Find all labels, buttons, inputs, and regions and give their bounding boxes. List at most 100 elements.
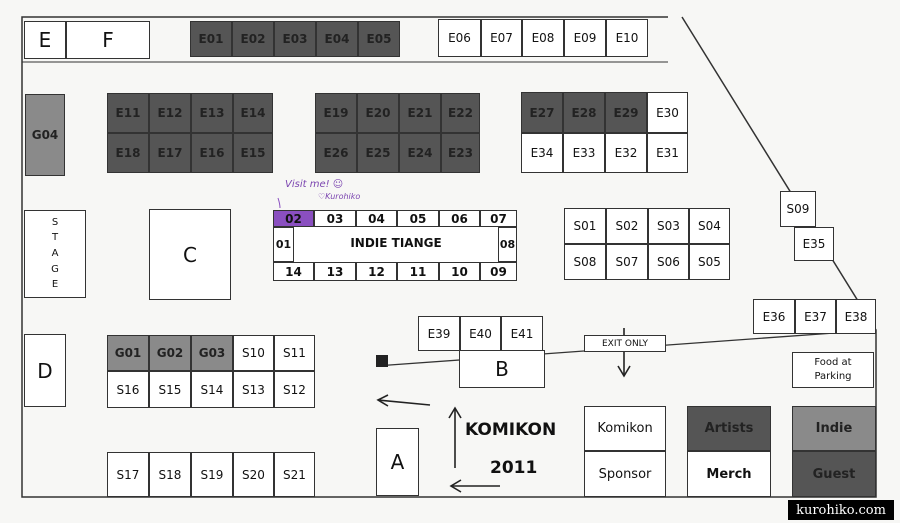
booth: E34 bbox=[521, 133, 563, 173]
booth: E02 bbox=[232, 21, 274, 57]
booth: E36 bbox=[753, 299, 795, 334]
booth: E11 bbox=[107, 93, 149, 133]
booth: E12 bbox=[149, 93, 191, 133]
booth: S10 bbox=[233, 335, 274, 371]
booth: S02 bbox=[606, 208, 648, 244]
booth: E18 bbox=[107, 133, 149, 173]
legend-merch: Merch bbox=[687, 451, 771, 497]
booth: E16 bbox=[191, 133, 233, 173]
booth: S14 bbox=[191, 371, 233, 408]
booth: E01 bbox=[190, 21, 232, 57]
zone-e: E bbox=[24, 21, 66, 59]
booth: 01 bbox=[273, 227, 294, 262]
booth-g04: G04 bbox=[25, 94, 65, 176]
booth: E15 bbox=[233, 133, 273, 173]
legend-komikon: Komikon bbox=[584, 406, 666, 451]
food-line2: Parking bbox=[814, 371, 852, 382]
food-at-parking: Food at Parking bbox=[792, 352, 874, 388]
booth: E41 bbox=[501, 316, 543, 351]
booth: E24 bbox=[399, 133, 441, 173]
zone-a: A bbox=[376, 428, 419, 496]
legend-artists: Artists bbox=[687, 406, 771, 451]
booth: 06 bbox=[439, 210, 480, 227]
booth: 14 bbox=[273, 262, 314, 281]
booth: G03 bbox=[191, 335, 233, 371]
stage-letter: S bbox=[51, 216, 59, 228]
zone-c: C bbox=[149, 209, 231, 300]
indie-tiange-title: INDIE TIANGE bbox=[350, 236, 442, 250]
zone-b: B bbox=[459, 350, 545, 388]
booth: G01 bbox=[107, 335, 149, 371]
booth: E10 bbox=[606, 19, 648, 57]
booth: E31 bbox=[647, 133, 688, 173]
booth: E23 bbox=[441, 133, 480, 173]
booth: E09 bbox=[564, 19, 606, 57]
booth: 12 bbox=[356, 262, 397, 281]
kurohiko-note: ♡Kurohiko bbox=[318, 192, 361, 201]
booth: E38 bbox=[836, 299, 876, 334]
booth: E13 bbox=[191, 93, 233, 133]
booth: E25 bbox=[357, 133, 399, 173]
booth: E06 bbox=[438, 19, 481, 57]
stage-letter: G bbox=[51, 263, 59, 275]
legend-indie: Indie bbox=[792, 406, 876, 451]
booth: S08 bbox=[564, 244, 606, 280]
booth: S13 bbox=[233, 371, 274, 408]
booth: E08 bbox=[522, 19, 564, 57]
komikon-title: KOMIKON bbox=[465, 420, 557, 440]
booth: 08 bbox=[498, 227, 517, 262]
booth: E28 bbox=[563, 92, 605, 133]
booth: E03 bbox=[274, 21, 316, 57]
booth: 04 bbox=[356, 210, 397, 227]
booth: S05 bbox=[689, 244, 730, 280]
stage-letter: T bbox=[51, 232, 59, 244]
booth-highlight: 02 bbox=[273, 210, 314, 227]
booth: E19 bbox=[315, 93, 357, 133]
booth: S12 bbox=[274, 371, 315, 408]
exit-only-sign: EXIT ONLY bbox=[584, 335, 666, 352]
komikon-year: 2011 bbox=[490, 458, 538, 478]
booth: 03 bbox=[314, 210, 356, 227]
booth: S11 bbox=[274, 335, 315, 371]
booth: E14 bbox=[233, 93, 273, 133]
booth: S06 bbox=[648, 244, 689, 280]
booth: S18 bbox=[149, 452, 191, 497]
booth: E39 bbox=[418, 316, 460, 351]
booth: 11 bbox=[397, 262, 439, 281]
legend-sponsor: Sponsor bbox=[584, 451, 666, 497]
visit-note: Visit me! ☺ bbox=[285, 179, 344, 190]
booth: S17 bbox=[107, 452, 149, 497]
booth: S07 bbox=[606, 244, 648, 280]
booth: 07 bbox=[480, 210, 517, 227]
booth: S03 bbox=[648, 208, 689, 244]
booth: E27 bbox=[521, 92, 563, 133]
stage-letter: E bbox=[51, 279, 59, 291]
booth: 09 bbox=[480, 262, 517, 281]
booth: S20 bbox=[233, 452, 274, 497]
booth: E05 bbox=[358, 21, 400, 57]
booth: S04 bbox=[689, 208, 730, 244]
booth: S09 bbox=[780, 191, 816, 227]
booth: E30 bbox=[647, 92, 688, 133]
booth: 05 bbox=[397, 210, 439, 227]
booth: S15 bbox=[149, 371, 191, 408]
booth: 10 bbox=[439, 262, 480, 281]
stage-letter: A bbox=[51, 247, 59, 259]
booth: E20 bbox=[357, 93, 399, 133]
booth: 13 bbox=[314, 262, 356, 281]
booth: G02 bbox=[149, 335, 191, 371]
booth: E35 bbox=[794, 227, 834, 261]
booth: E17 bbox=[149, 133, 191, 173]
booth: S01 bbox=[564, 208, 606, 244]
booth: E29 bbox=[605, 92, 647, 133]
food-line1: Food at bbox=[814, 357, 852, 368]
booth: E40 bbox=[460, 316, 501, 351]
booth: E37 bbox=[795, 299, 836, 334]
booth: E21 bbox=[399, 93, 441, 133]
booth: E04 bbox=[316, 21, 358, 57]
booth: S19 bbox=[191, 452, 233, 497]
booth: E33 bbox=[563, 133, 605, 173]
stage: S T A G E bbox=[24, 210, 86, 298]
zone-d: D bbox=[24, 334, 66, 407]
booth: E32 bbox=[605, 133, 647, 173]
